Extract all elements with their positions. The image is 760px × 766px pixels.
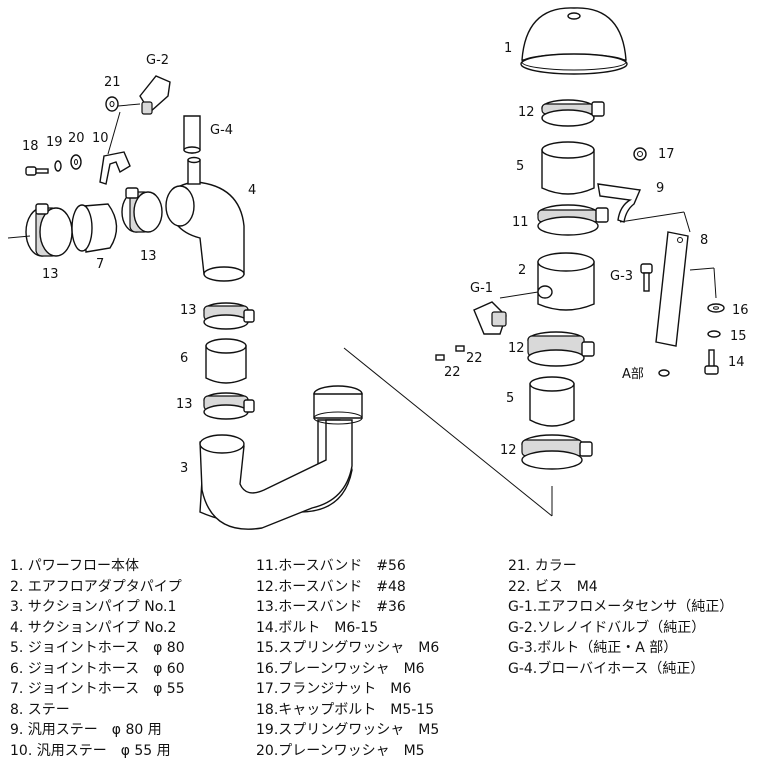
part-11-hose-band — [537, 204, 609, 236]
part-13-hose-band-left — [25, 203, 73, 257]
part-14-bolt — [704, 349, 719, 375]
part-15-spring-washer — [707, 330, 721, 338]
callout-a-part: A部 — [622, 367, 644, 382]
callout-10: 10 — [92, 131, 109, 146]
callout-13: 13 — [180, 303, 197, 318]
legend-item: 20.プレーンワッシャ M5 — [256, 742, 425, 759]
callout-13: 13 — [176, 397, 193, 412]
g2-solenoid-valve — [139, 75, 171, 115]
legend-item: 3. サクションパイプ No.1 — [10, 599, 177, 615]
part-22-screws — [435, 345, 465, 361]
exploded-parts-diagram: 1 12 5 11 2 G-1 22 22 12 5 12 17 9 8 G-3… — [7, 7, 749, 530]
part-6-joint-hose — [205, 338, 247, 384]
callout-g3: G-3 — [610, 269, 633, 284]
legend-item: 11.ホースバンド #56 — [256, 558, 406, 574]
part-5-joint-hose-lower — [529, 376, 575, 427]
callout-5: 5 — [506, 391, 514, 406]
part-13-hose-band-a — [203, 302, 255, 330]
part-1-powerflow-filter — [520, 7, 628, 75]
part-4-suction-pipe-2 — [165, 156, 245, 282]
g3-bolt — [640, 263, 653, 292]
callout-g4: G-4 — [210, 123, 233, 138]
callout-13: 13 — [42, 267, 59, 282]
callout-12: 12 — [500, 443, 517, 458]
part-10-universal-stay — [99, 151, 131, 185]
part-19-spring-washer — [54, 160, 62, 172]
legend-item: 10. 汎用ステー φ 55 用 — [10, 742, 171, 759]
part-12-hose-band-lower — [521, 434, 593, 470]
callout-labels: 1 12 5 11 2 G-1 22 22 12 5 12 17 9 8 G-3… — [22, 41, 749, 476]
legend-item: 2. エアフロアダプタパイプ — [10, 578, 182, 595]
callout-21: 21 — [104, 75, 121, 90]
legend-item: G-3.ボルト（純正・A 部） — [508, 640, 678, 656]
parts-legend-column-1: 1. パワーフロー本体 2. エアフロアダプタパイプ 3. サクションパイプ No.… — [10, 556, 185, 761]
part-8-stay — [655, 231, 689, 347]
part-5-joint-hose-top — [541, 141, 595, 195]
legend-item: 7. ジョイントホース φ 55 — [10, 681, 185, 697]
legend-item: 4. サクションパイプ No.2 — [10, 619, 177, 636]
g1-airflow-meter-sensor — [473, 301, 507, 335]
legend-item: 19.スプリングワッシャ M5 — [256, 722, 440, 738]
legend-item: 22. ビス M4 — [508, 578, 598, 595]
callout-6: 6 — [180, 351, 188, 366]
callout-7: 7 — [96, 257, 104, 272]
callout-22: 22 — [444, 365, 461, 380]
part-13-hose-band-right — [121, 187, 163, 233]
callout-16: 16 — [732, 303, 749, 318]
callout-9: 9 — [656, 181, 664, 196]
callout-1: 1 — [504, 41, 512, 56]
legend-item: 16.プレーンワッシャ M6 — [256, 660, 425, 677]
callout-4: 4 — [248, 183, 256, 198]
part-17-flange-nut — [633, 147, 647, 161]
legend-item: G-2.ソレノイドバルブ（純正） — [508, 619, 706, 636]
legend-item: 8. ステー — [10, 701, 70, 718]
legend-item: 17.フランジナット M6 — [256, 681, 412, 697]
legend-item: 13.ホースバンド #36 — [256, 599, 406, 615]
callout-17: 17 — [658, 147, 675, 162]
g4-blowby-hose — [183, 115, 201, 154]
callout-14: 14 — [728, 355, 745, 370]
legend-item: 6. ジョイントホース φ 60 — [10, 660, 185, 677]
callout-g2: G-2 — [146, 53, 169, 68]
callout-g1: G-1 — [470, 281, 493, 296]
callout-8: 8 — [700, 233, 708, 248]
part-3-suction-pipe-1 — [199, 385, 363, 530]
callout-5: 5 — [516, 159, 524, 174]
part-7-joint-hose — [71, 203, 118, 253]
legend-item: 12.ホースバンド #48 — [256, 578, 406, 595]
legend-item: 14.ボルト M6-15 — [256, 619, 379, 636]
legend-item: 9. 汎用ステー φ 80 用 — [10, 722, 162, 738]
part-16-plain-washer — [707, 303, 725, 313]
legend-item: 5. ジョイントホース φ 80 — [10, 640, 185, 656]
callout-11: 11 — [512, 215, 529, 230]
callout-12: 12 — [518, 105, 535, 120]
leader-lines — [7, 103, 717, 517]
parts-legend-column-3: 21. カラー 22. ビス M4 G-1.エアフロメータセンサ（純正） G-2.ソレ… — [508, 556, 733, 679]
parts-legend-column-2: 11.ホースバンド #56 12.ホースバンド #48 13.ホースバンド #36 1… — [256, 556, 439, 761]
callout-20: 20 — [68, 131, 85, 146]
part-2-airflow-adapter-pipe — [537, 252, 595, 311]
callout-12: 12 — [508, 341, 525, 356]
legend-item: 15.スプリングワッシャ M6 — [256, 640, 440, 656]
callout-22: 22 — [466, 351, 483, 366]
legend-item: 21. カラー — [508, 558, 577, 574]
legend-item: G-4.ブローバイホース（純正） — [508, 660, 705, 677]
part-13-hose-band-b — [203, 392, 255, 420]
part-9-universal-stay — [597, 183, 642, 223]
part-18-cap-bolt — [25, 166, 49, 176]
callout-13: 13 — [140, 249, 157, 264]
part-20-plain-washer — [70, 154, 82, 170]
part-12-hose-band-top — [541, 99, 605, 127]
legend-item: 18.キャップボルト M5-15 — [256, 701, 435, 718]
a-part-marker — [658, 369, 670, 377]
legend-item: G-1.エアフロメータセンサ（純正） — [508, 599, 734, 615]
callout-19: 19 — [46, 135, 63, 150]
part-21-collar — [105, 96, 119, 112]
legend-item: 1. パワーフロー本体 — [10, 558, 139, 574]
callout-3: 3 — [180, 461, 188, 476]
callout-2: 2 — [518, 263, 526, 278]
callout-15: 15 — [730, 329, 747, 344]
part-12-hose-band-middle — [527, 331, 595, 367]
callout-18: 18 — [22, 139, 39, 154]
